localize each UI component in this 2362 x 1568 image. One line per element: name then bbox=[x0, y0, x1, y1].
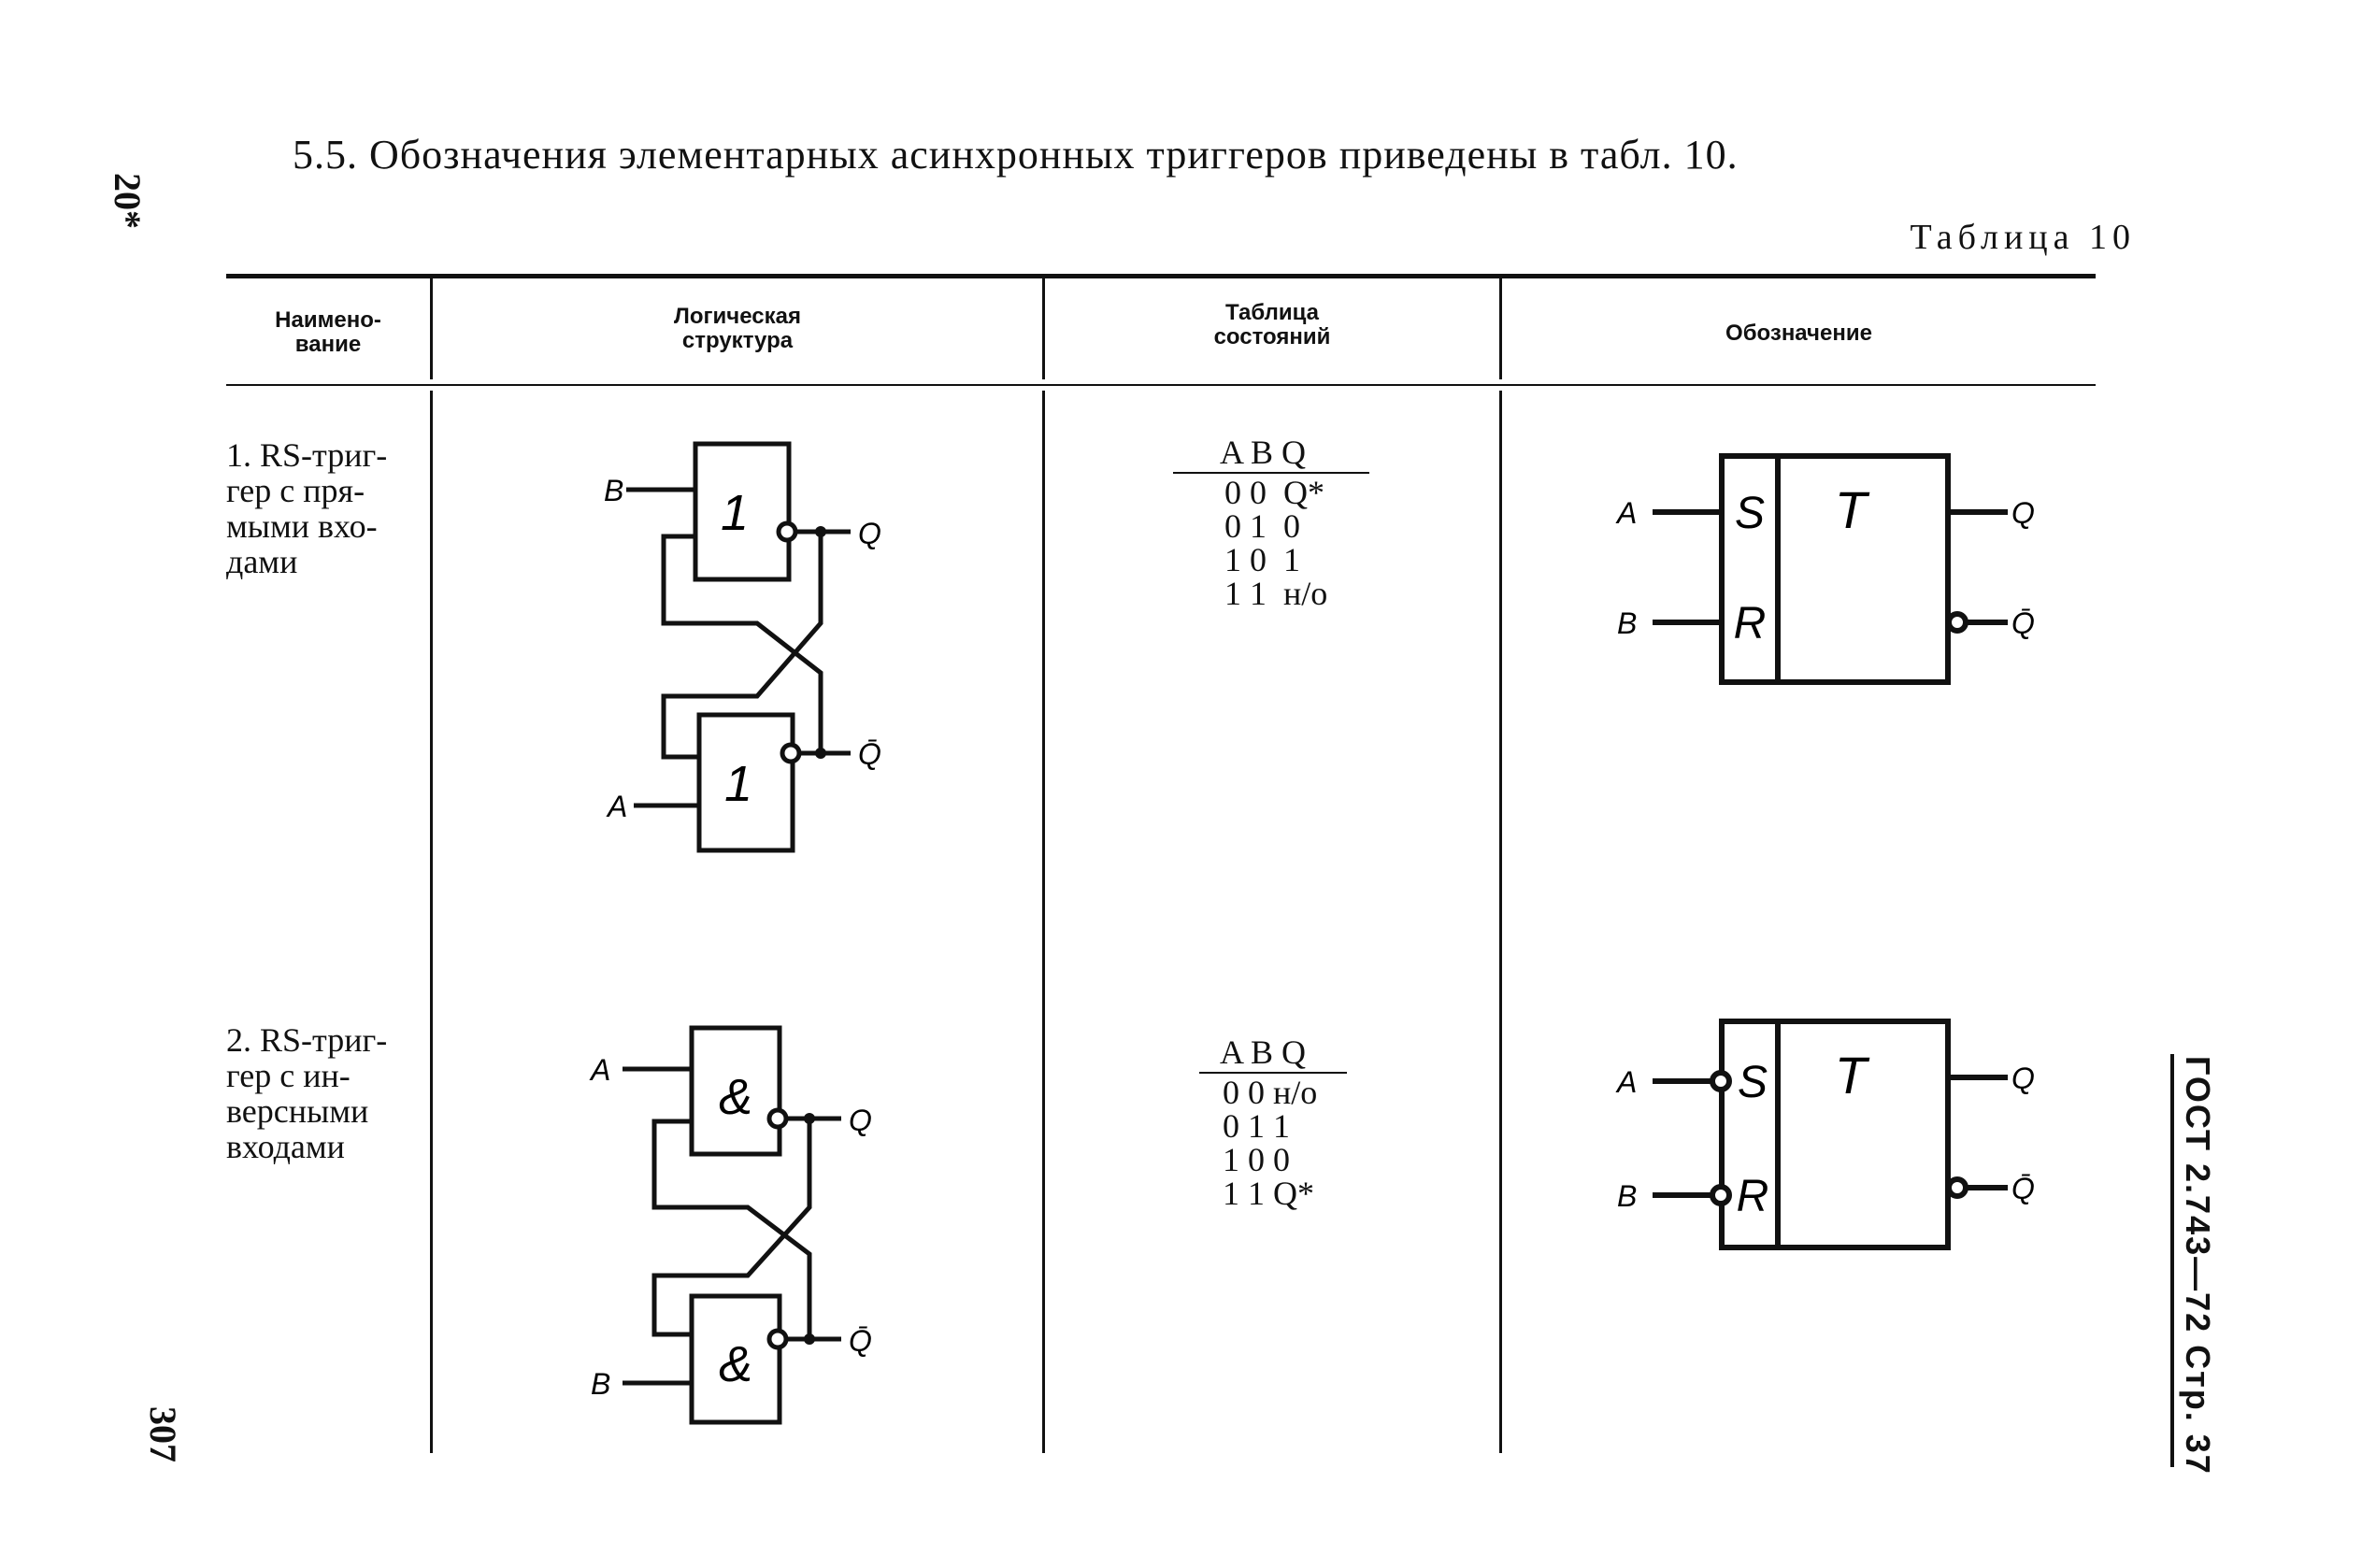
row2-name: 2. RS-триг- гер с ин- версными входами bbox=[226, 1022, 422, 1164]
row1-name-line: мыми вхо- bbox=[226, 507, 378, 545]
row2-designation-symbol: S R T A B Q Q̄ bbox=[1615, 1019, 2035, 1250]
symbol-r-label: R bbox=[1737, 1172, 1769, 1221]
header-state-table: Таблица состояний bbox=[1045, 301, 1499, 349]
margin-mark-20: 20* bbox=[107, 173, 149, 229]
column-divider-2 bbox=[1042, 278, 1045, 379]
symbol-input-r: B bbox=[1617, 1179, 1637, 1213]
row1-name-line: 1. RS-триг- bbox=[226, 436, 388, 474]
header-logic-structure: Логическая структура bbox=[433, 305, 1042, 353]
symbol-box bbox=[1719, 1019, 1951, 1250]
gate-upper bbox=[693, 441, 792, 582]
logic-output-qbar: Q̄ bbox=[858, 737, 881, 771]
state-row: 1 1 н/о bbox=[1224, 575, 1328, 612]
symbol-s-label: S bbox=[1735, 489, 1765, 538]
column-divider-2-body bbox=[1042, 391, 1045, 1453]
gate-lower-symbol: & bbox=[719, 1336, 752, 1392]
row2-logic-structure: & & A B Q Q̄ bbox=[589, 1025, 872, 1425]
gate-upper-symbol: & bbox=[719, 1069, 752, 1125]
table-caption: Таблица 10 bbox=[1910, 218, 2136, 257]
column-divider-3-body bbox=[1499, 391, 1502, 1453]
column-divider-3 bbox=[1499, 278, 1502, 379]
state-row: 1 0 1 bbox=[1224, 541, 1300, 578]
header-name-line1: Наимено- bbox=[275, 307, 381, 333]
page-number-bottom-margin: 307 bbox=[141, 1406, 185, 1462]
state-table-header: A B Q bbox=[1220, 434, 1307, 471]
logic-output-q: Q bbox=[858, 517, 881, 550]
symbol-output-qbar: Q̄ bbox=[2011, 1172, 2035, 1205]
column-divider-1-body bbox=[430, 391, 433, 1453]
row2-name-line: 2. RS-триг- bbox=[226, 1021, 388, 1059]
symbol-t-label: T bbox=[1835, 1046, 1870, 1105]
gate-upper-symbol: 1 bbox=[721, 485, 749, 541]
logic-input-top: A bbox=[589, 1053, 610, 1087]
margin-page-307: 307 bbox=[142, 1406, 184, 1462]
gate-upper bbox=[689, 1025, 782, 1157]
row1-name-line: дами bbox=[226, 543, 298, 580]
row1-name: 1. RS-триг- гер с пря- мыми вхо- дами bbox=[226, 437, 422, 579]
row2-state-table: A B Q 0 0 н/о 0 1 1 1 0 0 1 1 Q* bbox=[1199, 1035, 1347, 1210]
state-table-header: A B Q bbox=[1220, 1033, 1307, 1071]
row2-name-line: гер с ин- bbox=[226, 1057, 351, 1094]
logic-input-bottom: B bbox=[591, 1367, 610, 1401]
header-logic-line2: структура bbox=[681, 328, 794, 353]
gate-lower-symbol: 1 bbox=[724, 756, 752, 812]
logic-input-bottom: A bbox=[606, 790, 627, 823]
column-divider-1 bbox=[430, 278, 433, 379]
row1-name-line: гер с пря- bbox=[226, 472, 365, 509]
header-designation: Обозначение bbox=[1502, 321, 2096, 346]
row1-state-table: A B Q 0 0 Q* 0 1 0 1 0 1 1 1 н/о bbox=[1173, 435, 1369, 610]
row1-logic-structure: 1 1 B A Q Q̄ bbox=[604, 441, 881, 853]
state-table-rule bbox=[1173, 472, 1369, 474]
state-row: 0 1 0 bbox=[1224, 507, 1300, 545]
header-name-line2: вание bbox=[294, 332, 362, 357]
section-heading: 5.5. Обозначения элементарных асинхронны… bbox=[293, 132, 1739, 178]
row2-name-line: входами bbox=[226, 1128, 345, 1165]
logic-output-qbar: Q̄ bbox=[849, 1324, 872, 1358]
gate-lower bbox=[696, 712, 795, 853]
row2-name-line: версными bbox=[226, 1092, 369, 1130]
symbol-input-s: A bbox=[1615, 496, 1637, 530]
header-designation-line1: Обозначение bbox=[1725, 321, 1872, 346]
symbol-output-q: Q bbox=[2011, 496, 2035, 530]
symbol-input-s: A bbox=[1615, 1065, 1637, 1099]
state-table-rule bbox=[1199, 1072, 1347, 1074]
row1-designation-symbol: S R T A B Q Q̄ bbox=[1615, 453, 2035, 685]
symbol-output-qbar: Q̄ bbox=[2011, 606, 2035, 640]
symbol-input-r: B bbox=[1617, 606, 1637, 640]
logic-input-top: B bbox=[604, 474, 623, 507]
state-row: 1 0 0 bbox=[1223, 1141, 1290, 1178]
header-state-line1: Таблица bbox=[1224, 300, 1320, 325]
header-logic-line1: Логическая bbox=[674, 304, 801, 329]
gost-stamp: ГОСТ 2.743—72 Стр. 37 bbox=[2178, 1056, 2217, 1475]
header-name: Наимено- вание bbox=[226, 308, 430, 357]
state-row: 1 1 Q* bbox=[1223, 1175, 1314, 1212]
symbol-output-q: Q bbox=[2011, 1062, 2035, 1095]
state-row: 0 0 н/о bbox=[1223, 1074, 1318, 1111]
page-number-top-margin: 20* bbox=[106, 173, 150, 229]
symbol-r-label: R bbox=[1734, 599, 1767, 649]
gate-lower bbox=[689, 1293, 782, 1425]
logic-output-q: Q bbox=[849, 1104, 872, 1137]
gost-stamp-text: ГОСТ 2.743—72 Стр. 37 bbox=[2179, 1056, 2217, 1475]
symbol-box bbox=[1719, 453, 1951, 685]
table-top-rule bbox=[226, 274, 2096, 278]
gost-stamp-rule bbox=[2170, 1054, 2174, 1467]
symbol-t-label: T bbox=[1835, 480, 1870, 539]
state-row: 0 1 1 bbox=[1223, 1107, 1290, 1145]
symbol-s-label: S bbox=[1738, 1058, 1768, 1107]
table-header-rule bbox=[226, 384, 2096, 386]
state-row: 0 0 Q* bbox=[1224, 474, 1324, 511]
header-state-line2: состояний bbox=[1213, 324, 1331, 349]
